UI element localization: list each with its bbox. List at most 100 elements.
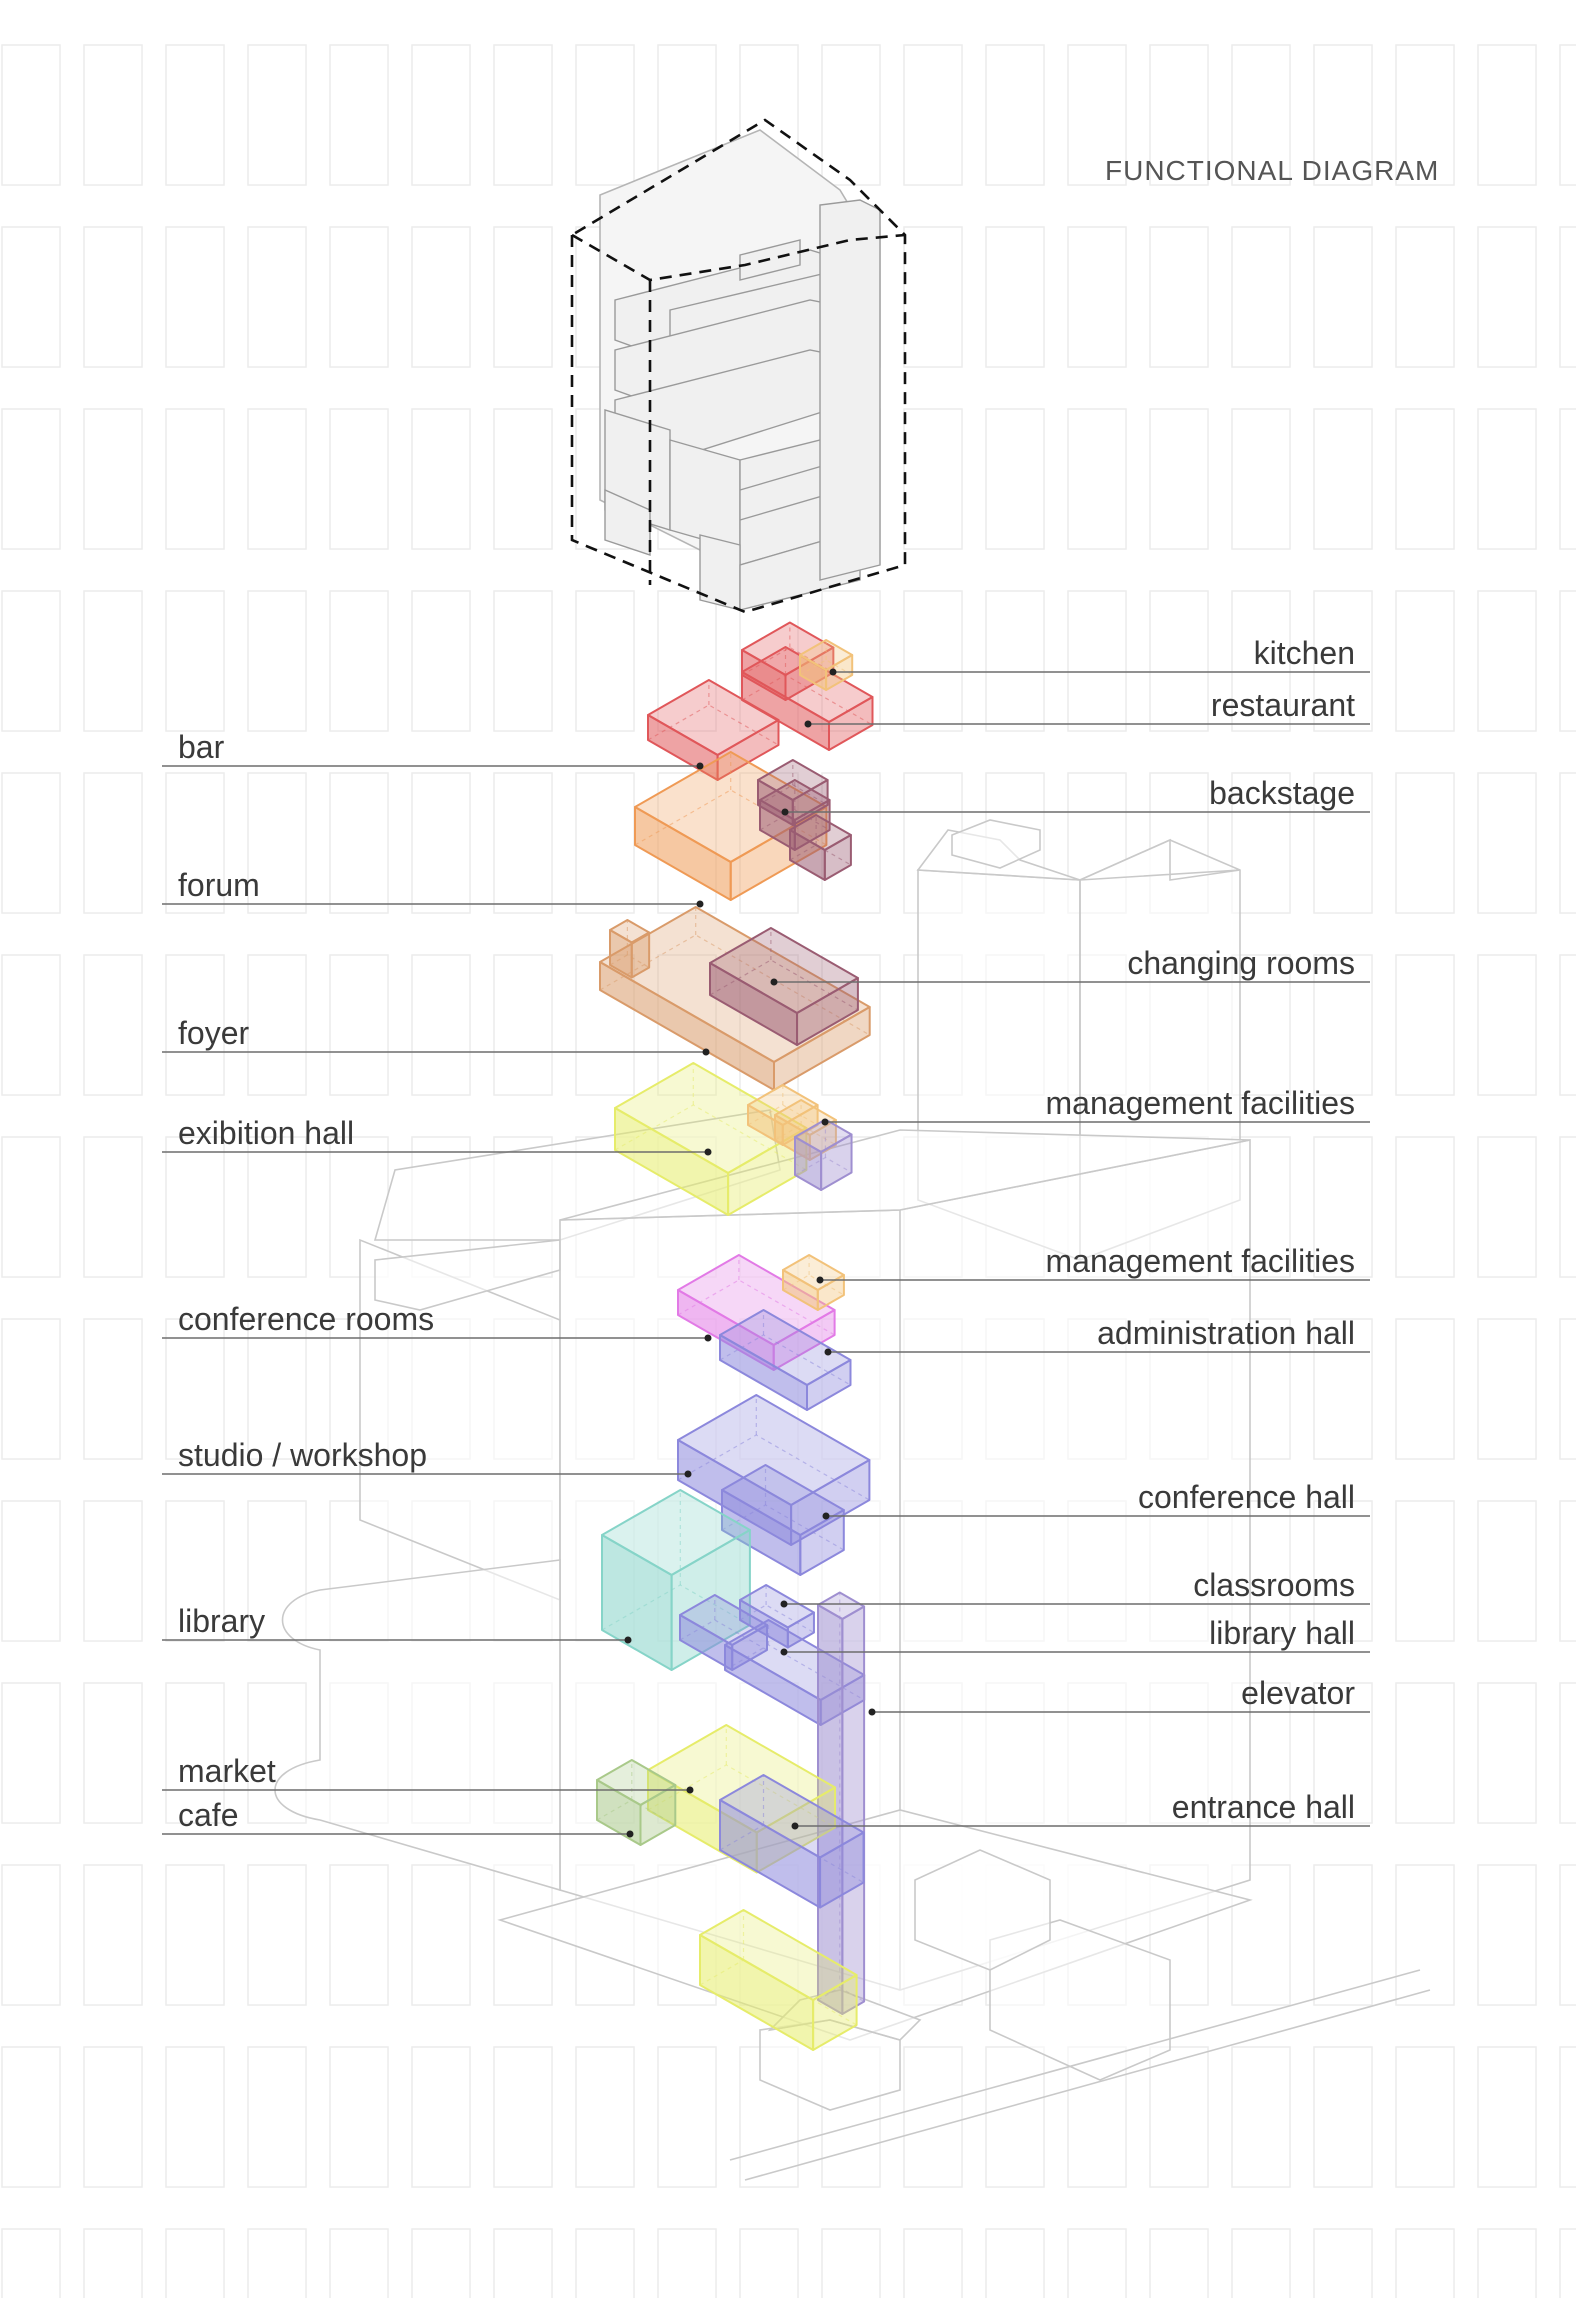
grid-cell xyxy=(1559,772,1576,914)
grid-cell xyxy=(1395,1682,1455,1824)
grid-cell xyxy=(411,44,471,186)
building-massing xyxy=(570,118,907,614)
grid-cell xyxy=(1313,1864,1373,2006)
grid-cell xyxy=(985,2228,1045,2298)
block-elevator xyxy=(817,1591,866,2015)
block-conference-rooms xyxy=(677,1254,836,1371)
leader-dot-cafe xyxy=(626,1830,634,1838)
leader-dot-classrooms xyxy=(780,1600,788,1608)
grid-cell xyxy=(329,226,389,368)
label-cafe: cafe xyxy=(178,1797,238,1833)
leader-dot-management-facilities-upper xyxy=(821,1118,829,1126)
leader-dot-management-facilities-lower xyxy=(816,1276,824,1284)
grid-cell xyxy=(329,590,389,732)
grid-cell xyxy=(1,44,61,186)
grid-cell xyxy=(493,2046,553,2188)
label-elevator: elevator xyxy=(1241,1675,1355,1711)
grid-cell xyxy=(821,44,881,186)
grid-cell xyxy=(1231,44,1291,186)
grid-cell xyxy=(903,226,963,368)
grid-cell xyxy=(1313,2046,1373,2188)
grid-cell xyxy=(1559,1136,1576,1278)
label-library: library xyxy=(178,1603,265,1639)
grid-cell xyxy=(1559,2046,1576,2188)
label-restaurant: restaurant xyxy=(1211,687,1355,723)
grid-cell xyxy=(1559,1864,1576,2006)
leader-dot-conference-rooms xyxy=(704,1334,712,1342)
leader-dot-bar xyxy=(696,762,704,770)
grid-cell xyxy=(985,2046,1045,2188)
grid-cell xyxy=(1313,954,1373,1096)
label-foyer: foyer xyxy=(178,1015,249,1051)
leader-dot-entrance-hall xyxy=(791,1822,799,1830)
grid-cell xyxy=(329,44,389,186)
grid-cell xyxy=(1231,1864,1291,2006)
grid-cell xyxy=(1395,590,1455,732)
block-backstage xyxy=(789,814,852,881)
grid-cell xyxy=(1313,590,1373,732)
grid-cell xyxy=(411,772,471,914)
grid-cell xyxy=(329,2046,389,2188)
label-classrooms: classrooms xyxy=(1193,1567,1355,1603)
grid-cell xyxy=(1231,408,1291,550)
grid-cell xyxy=(247,44,307,186)
label-conference-rooms: conference rooms xyxy=(178,1301,434,1337)
grid-cell xyxy=(165,1682,225,1824)
grid-cell xyxy=(1149,408,1209,550)
grid-cell xyxy=(1395,954,1455,1096)
grid-cell xyxy=(411,954,471,1096)
grid-cell xyxy=(1559,44,1576,186)
grid-cell xyxy=(821,772,881,914)
grid-cell xyxy=(821,954,881,1096)
grid-cell xyxy=(1149,590,1209,732)
grid-cell xyxy=(1477,2228,1537,2298)
grid-cell xyxy=(903,590,963,732)
grid-cell xyxy=(1395,2046,1455,2188)
grid-cell xyxy=(1559,1682,1576,1824)
grid-cell xyxy=(1,2046,61,2188)
grid-cell xyxy=(1,1136,61,1278)
grid-cell xyxy=(83,1682,143,1824)
grid-cell xyxy=(1149,226,1209,368)
grid-cell xyxy=(575,954,635,1096)
grid-cell xyxy=(821,590,881,732)
grid-cell xyxy=(575,772,635,914)
grid-cell xyxy=(329,2228,389,2298)
grid-cell xyxy=(165,590,225,732)
label-bar: bar xyxy=(178,729,225,765)
grid-cell xyxy=(1313,1500,1373,1642)
block-foyer xyxy=(609,919,651,979)
grid-cell xyxy=(493,2228,553,2298)
grid-cell xyxy=(247,954,307,1096)
grid-cell xyxy=(575,2046,635,2188)
grid-cell xyxy=(1395,408,1455,550)
grid-cell xyxy=(1313,44,1373,186)
label-management-facilities-upper: management facilities xyxy=(1046,1085,1355,1121)
grid-cell xyxy=(1231,2228,1291,2298)
grid-cell xyxy=(247,1136,307,1278)
grid-cell xyxy=(1231,226,1291,368)
label-entrance-hall: entrance hall xyxy=(1172,1789,1355,1825)
label-forum: forum xyxy=(178,867,260,903)
grid-cell xyxy=(329,954,389,1096)
grid-cell xyxy=(247,590,307,732)
grid-cell xyxy=(1395,1500,1455,1642)
grid-cell xyxy=(575,590,635,732)
leader-dot-elevator xyxy=(868,1708,876,1716)
leader-dot-administration-hall xyxy=(824,1348,832,1356)
grid-cell xyxy=(1149,44,1209,186)
grid-cell xyxy=(1067,408,1127,550)
leader-lines xyxy=(162,668,1370,1838)
grid-cell xyxy=(1,954,61,1096)
grid-cell xyxy=(903,2228,963,2298)
grid-cell xyxy=(1559,2228,1576,2298)
grid-cell xyxy=(1395,226,1455,368)
label-changing-rooms: changing rooms xyxy=(1127,945,1355,981)
grid-cell xyxy=(1231,2046,1291,2188)
leader-dot-kitchen xyxy=(829,668,837,676)
grid-cell xyxy=(1477,2046,1537,2188)
grid-cell xyxy=(657,954,717,1096)
grid-cell xyxy=(1231,772,1291,914)
grid-cell xyxy=(1313,408,1373,550)
block-administration-hall xyxy=(719,1309,852,1411)
